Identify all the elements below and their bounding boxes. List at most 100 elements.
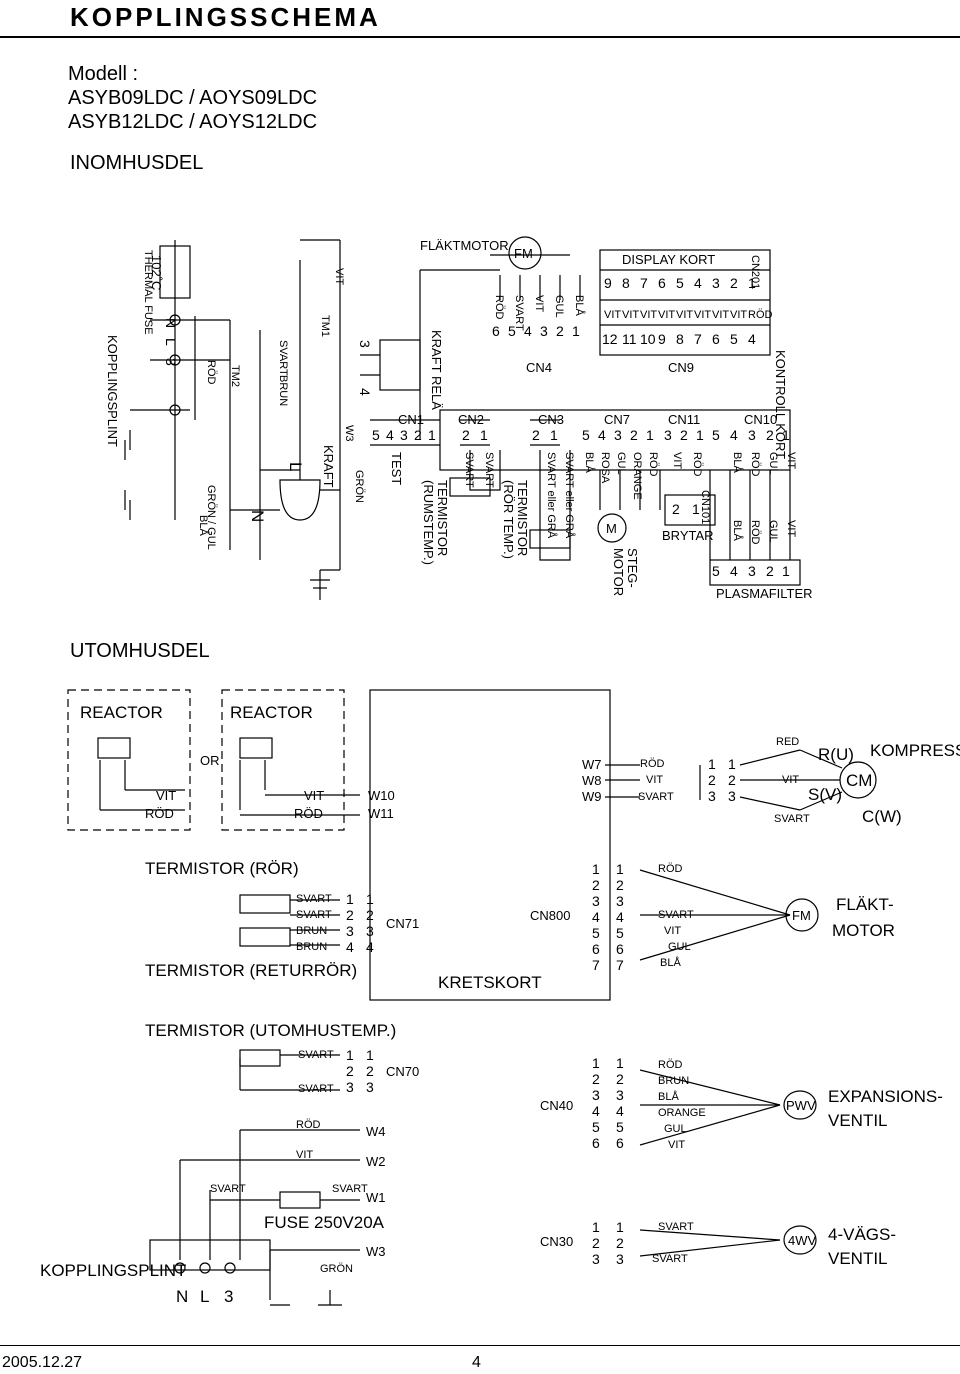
- cn11-pin-1: 1: [696, 427, 704, 443]
- cn30-wire-2: SVART: [652, 1253, 688, 1265]
- cn40-pin-3a: 3: [592, 1087, 600, 1103]
- comp-pin-1b: 1: [728, 756, 736, 772]
- cn4-wire-1: RÖD: [493, 295, 505, 320]
- cn40-pin-5a: 5: [592, 1119, 600, 1135]
- cn3-label: CN3: [538, 412, 564, 427]
- tm1-label: TM1: [319, 315, 331, 337]
- step-motor-2: MOTOR: [611, 548, 626, 596]
- cn11-label: CN11: [668, 412, 700, 427]
- cn7-pin-5: 5: [582, 427, 590, 443]
- brytar-label: BRYTAR: [662, 528, 714, 543]
- cn800-label: CN800: [530, 908, 570, 923]
- indoor-terminal-3: 3: [163, 358, 179, 366]
- cn71-wire-2: SVART: [296, 909, 332, 921]
- cn800-wire-3: VIT: [664, 925, 681, 937]
- relay-label: KRAFT RELÄ: [429, 330, 444, 410]
- model-block: Modell : ASYB09LDC / AOYS09LDC ASYB12LDC…: [68, 62, 317, 134]
- cn4-pin-5: 5: [508, 323, 516, 339]
- cn10-wire-3: GUL: [767, 452, 779, 475]
- fwv-symbol: 4WV: [788, 1233, 817, 1248]
- cn7-label: CN7: [604, 412, 630, 427]
- cn71-wire-4: BRUN: [296, 941, 327, 953]
- brytar-pin-2: 2: [672, 501, 680, 517]
- therm-out-label: TERMISTOR (UTOMHUSTEMP.): [145, 1021, 396, 1040]
- display-pin-b-2: 11: [622, 331, 637, 347]
- display-pin-a-9: 1: [748, 275, 756, 291]
- comp-cw: C(W): [862, 807, 902, 826]
- cn11-pin-3: 3: [664, 427, 672, 443]
- cn4-pin-3: 3: [540, 323, 548, 339]
- cn40-pin-1b: 1: [616, 1055, 624, 1071]
- display-wire-1: VIT: [604, 309, 621, 321]
- cn800-pin-4b: 4: [616, 909, 624, 925]
- cn800-pin-6b: 6: [616, 941, 624, 957]
- cn71-wire-3: BRUN: [296, 925, 327, 937]
- display-pin-a-3: 7: [640, 275, 648, 291]
- therm-ror-label: TERMISTOR (RÖR): [145, 859, 299, 878]
- plasma-pin-1: 1: [782, 563, 790, 579]
- plasma-pin-2: 2: [766, 563, 774, 579]
- outdoor-lines: [67, 689, 877, 1306]
- display-pin-b-9: 4: [748, 331, 756, 347]
- outdoor-heading: UTOMHUSDEL: [70, 640, 210, 662]
- display-wire-6: VIT: [694, 309, 711, 321]
- cn71-pin-2a: 2: [346, 907, 354, 923]
- cn7-wire-4: ORANGE: [631, 452, 643, 500]
- cn9-label: CN9: [668, 360, 694, 375]
- cn40-wire-5: GUL: [664, 1123, 687, 1135]
- outdoor-fan-2: MOTOR: [832, 921, 895, 940]
- wire-brun: BRUN: [277, 375, 289, 406]
- indoor-terminal-label: KOPPLINGSPLINT: [105, 335, 120, 447]
- step-motor-symbol: M: [606, 521, 617, 536]
- cn1-pin-5: 5: [372, 427, 380, 443]
- cn71-wire-1: SVART: [296, 893, 332, 905]
- cn40-pin-2b: 2: [616, 1071, 624, 1087]
- cn10-pin-4: 4: [730, 427, 738, 443]
- cn40-pin-4b: 4: [616, 1103, 624, 1119]
- reactor-1-rod: RÖD: [145, 806, 174, 821]
- display-pin-b-4: 9: [658, 331, 666, 347]
- footer-page-number: 4: [472, 1354, 481, 1371]
- cn201-label: CN201: [749, 255, 761, 289]
- reactor-2-vit: VIT: [304, 788, 324, 803]
- exp-valve-1: EXPANSIONS-: [828, 1087, 943, 1106]
- w9-label: W9: [582, 789, 602, 804]
- cn800-pin-1b: 1: [616, 861, 624, 877]
- display-pin-b-7: 6: [712, 331, 720, 347]
- cn4-wire-3: VIT: [533, 295, 545, 312]
- w10-label: W10: [368, 788, 395, 803]
- cn71-pin-1b: 1: [366, 891, 374, 907]
- cn40-pin-1a: 1: [592, 1055, 600, 1071]
- cn800-pin-2a: 2: [592, 877, 600, 893]
- comp-pin-2a: 2: [708, 772, 716, 788]
- display-wire-8: VIT: [730, 309, 747, 321]
- w4-label: W4: [366, 1124, 386, 1139]
- cn800-pin-3a: 3: [592, 893, 600, 909]
- comp-pin-3b: 3: [728, 788, 736, 804]
- indoor-lines: [124, 236, 801, 600]
- cn7-wire-1: BLÅ: [583, 452, 596, 473]
- plasma-wire-4: VIT: [785, 520, 797, 537]
- title-rule: [0, 36, 960, 38]
- outdoor-terminal-label: KOPPLINGSPLINT: [40, 1261, 186, 1280]
- cn800-pin-7b: 7: [616, 957, 624, 973]
- comp-wire-3: SVART: [638, 791, 674, 803]
- model-label: Modell :: [68, 63, 139, 85]
- cn7-pin-4: 4: [598, 427, 606, 443]
- indoor-terminal-L: L: [163, 338, 179, 346]
- cn70-pin-1b: 1: [366, 1047, 374, 1063]
- therm-ret-label: TERMISTOR (RETURRÖR): [145, 961, 357, 980]
- cn30-pin-2a: 2: [592, 1235, 600, 1251]
- cn40-pin-3b: 3: [616, 1087, 624, 1103]
- cn800-pin-4a: 4: [592, 909, 600, 925]
- display-wire-5: VIT: [676, 309, 693, 321]
- plasma-wire-1: BLÅ: [731, 520, 744, 541]
- plasma-pin-4: 4: [730, 563, 738, 579]
- cn4-label: CN4: [526, 360, 552, 375]
- cn800-pin-6a: 6: [592, 941, 600, 957]
- cn4-pin-1: 1: [572, 323, 580, 339]
- w11-label: W11: [368, 806, 394, 821]
- cn30-pin-1a: 1: [592, 1219, 600, 1235]
- footer-date: 2005.12.27: [2, 1354, 83, 1371]
